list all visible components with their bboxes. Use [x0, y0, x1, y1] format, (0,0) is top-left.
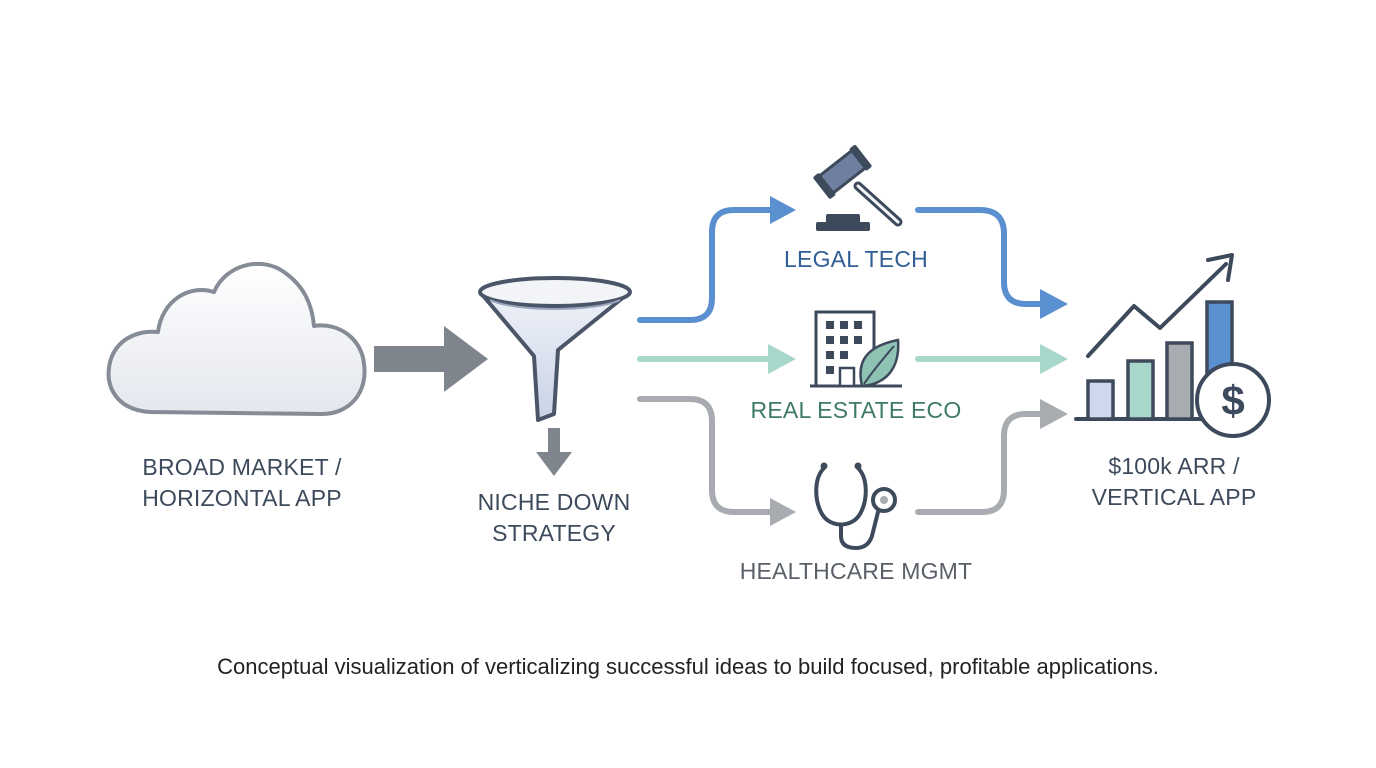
- result-line1: $100k ARR /: [1108, 453, 1240, 479]
- niche-down-label: NICHE DOWN STRATEGY: [434, 487, 674, 549]
- niche-down-line1: NICHE DOWN: [477, 489, 631, 515]
- real-estate-label: REAL ESTATE ECO: [750, 397, 962, 423]
- down-arrow-icon: [536, 428, 572, 476]
- healthcare-label: HEALTHCARE MGMT: [739, 558, 973, 584]
- broad-market-line2: HORIZONTAL APP: [142, 485, 342, 511]
- healthcare-path: [637, 396, 1068, 526]
- broad-market-line1: BROAD MARKET /: [142, 454, 342, 480]
- gavel-icon: [813, 145, 903, 231]
- svg-text:$: $: [1221, 377, 1244, 424]
- funnel-icon: [478, 276, 632, 422]
- stethoscope-icon: [814, 462, 897, 551]
- real-estate-path: [637, 344, 1068, 374]
- building-leaf-icon: [810, 310, 902, 388]
- legal-tech-label: LEGAL TECH: [784, 246, 928, 272]
- cloud-icon: [106, 261, 367, 416]
- legal-tech-path: [637, 196, 1068, 323]
- result-line2: VERTICAL APP: [1091, 484, 1257, 510]
- niche-down-line2: STRATEGY: [492, 520, 616, 546]
- caption: Conceptual visualization of verticalizin…: [217, 654, 1159, 679]
- growth-chart-dollar-icon: $: [1074, 253, 1271, 438]
- broad-market-label: BROAD MARKET / HORIZONTAL APP: [102, 452, 382, 514]
- arrow-to-funnel: [374, 326, 488, 392]
- result-label: $100k ARR / VERTICAL APP: [1054, 451, 1294, 513]
